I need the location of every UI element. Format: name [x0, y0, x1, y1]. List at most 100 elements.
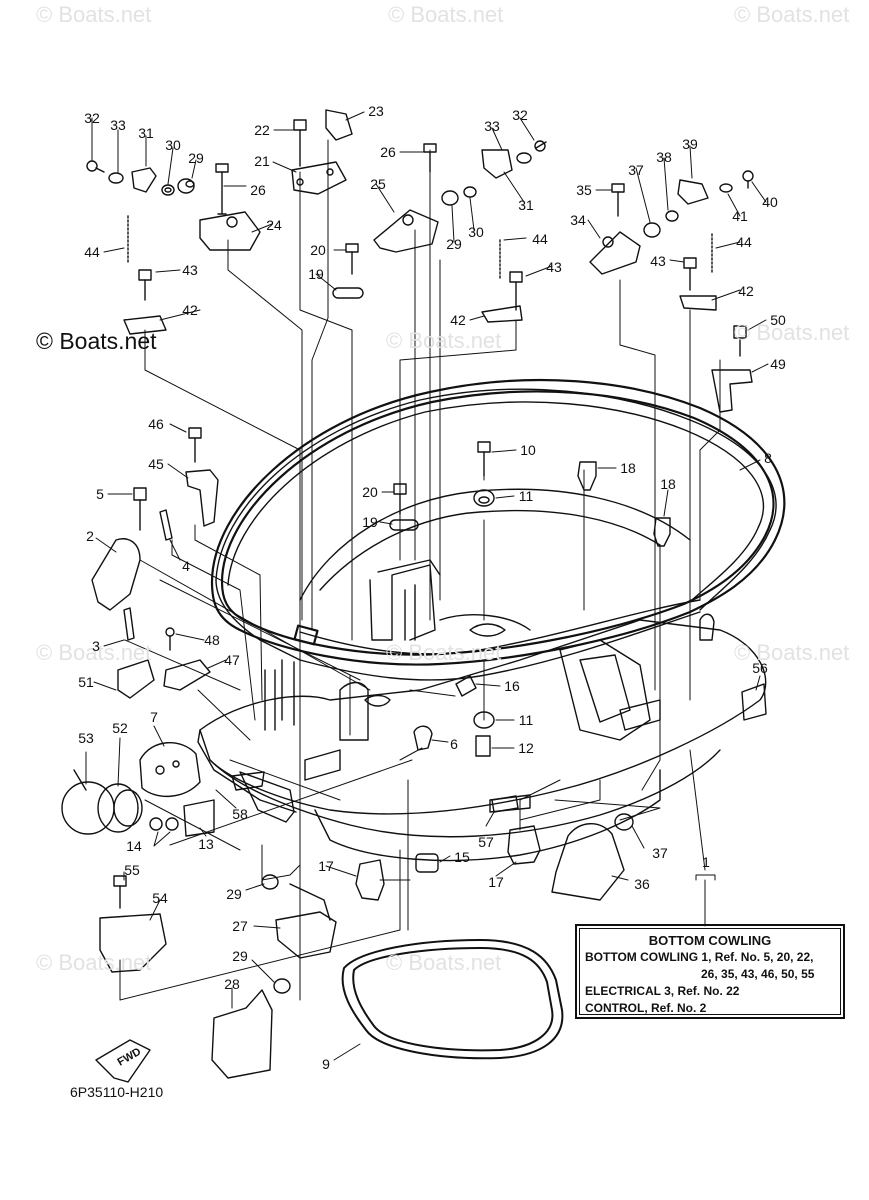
callout-label: 20	[362, 484, 378, 500]
bolt-26-center	[423, 143, 437, 173]
callout-label: 8	[764, 450, 772, 466]
plug-18-right	[653, 517, 671, 547]
block-17-center	[507, 825, 541, 865]
plate-42-right	[679, 295, 717, 311]
callout-label: 21	[254, 153, 270, 169]
lever-2	[91, 538, 141, 611]
callout-label: 53	[78, 730, 94, 746]
legend-line: BOTTOM COWLING 1, Ref. No. 5, 20, 22,	[585, 950, 814, 964]
callout-label: 29	[446, 236, 462, 252]
callout-label: 12	[518, 740, 534, 756]
callout-label: 31	[518, 197, 534, 213]
callout-label: 44	[84, 244, 100, 260]
collar-29-bottom-b	[273, 978, 291, 994]
callout-label: 43	[650, 253, 666, 269]
clip-48	[165, 627, 175, 651]
grommet-11-middle	[473, 711, 495, 729]
leader-lines	[119, 139, 721, 1001]
bracket-24	[199, 211, 261, 251]
grommet-52	[97, 783, 143, 833]
collar-37-top	[643, 222, 661, 238]
legend-line: ELECTRICAL 3, Ref. No. 22	[585, 984, 740, 998]
grommet-38	[665, 210, 679, 222]
legend-line: 26, 35, 43, 46, 50, 55	[701, 967, 815, 981]
callout-label: 14	[126, 838, 142, 854]
callout-label: 16	[504, 678, 520, 694]
callout-label: 50	[770, 312, 786, 328]
callout-label: 42	[450, 312, 466, 328]
callout-label: 1	[702, 854, 710, 870]
bolt-35	[611, 183, 625, 217]
callout-label: 45	[148, 456, 164, 472]
clip-23	[325, 109, 353, 141]
callout-label: 13	[198, 836, 214, 852]
callout-label: 6	[450, 736, 458, 752]
callout-label: 52	[112, 720, 128, 736]
callout-label: 32	[512, 107, 528, 123]
label-56	[741, 683, 767, 721]
callout-label: 35	[576, 182, 592, 198]
callout-label: 40	[762, 194, 778, 210]
callout-label: 46	[148, 416, 164, 432]
callout-label: 10	[520, 442, 536, 458]
callout-label: 31	[138, 125, 154, 141]
plate-42-left	[123, 315, 167, 335]
callout-label: 32	[84, 110, 100, 126]
callout-label: 56	[752, 660, 768, 676]
callout-label: 27	[232, 918, 248, 934]
bolt-20-middle	[393, 483, 407, 515]
clip-39	[677, 179, 709, 205]
callout-label: 33	[110, 117, 126, 133]
callout-label: 44	[736, 234, 752, 250]
bolt-20-top	[345, 243, 359, 275]
diagram-code: 6P35110-H210	[70, 1084, 164, 1100]
callout-label: 17	[488, 874, 504, 890]
callout-label: 18	[660, 476, 676, 492]
watermark: © Boats.net	[36, 640, 152, 665]
callout-label: 42	[182, 302, 198, 318]
grommet-30-right	[463, 186, 477, 198]
lever-27	[275, 883, 337, 959]
callout-label: 29	[188, 150, 204, 166]
collar-12	[475, 735, 491, 757]
watermark: © Boats.net	[734, 640, 850, 665]
bracket-49	[711, 369, 753, 413]
watermark: © Boats.net	[36, 2, 152, 27]
callout-label: 48	[204, 632, 220, 648]
pad-19-top	[332, 287, 364, 299]
block-17-left	[355, 859, 385, 901]
callout-label: 37	[628, 162, 644, 178]
fwd-arrow	[95, 1039, 151, 1083]
watermark-prominent: © Boats.net	[36, 328, 157, 354]
callout-label: 18	[620, 460, 636, 476]
clamp-53	[61, 769, 115, 835]
plate-42-center	[481, 305, 523, 323]
plug-16	[455, 675, 477, 697]
callout-label: 11	[518, 488, 534, 504]
callout-label: 55	[124, 862, 140, 878]
washer-33-left	[108, 172, 124, 184]
callout-label: 2	[86, 528, 94, 544]
callout-label: 30	[165, 137, 181, 153]
plug-58	[231, 771, 265, 791]
callout-label: 4	[182, 558, 190, 574]
watermark: © Boats.net	[36, 950, 152, 975]
pad-19-middle	[389, 519, 419, 531]
bracket-34	[589, 231, 641, 275]
clip-31-left	[131, 167, 157, 193]
callout-label: 19	[308, 266, 324, 282]
pin-3	[123, 607, 135, 641]
callout-label: 25	[370, 176, 386, 192]
watermark: © Boats.net	[386, 640, 502, 665]
watermark: © Boats.net	[734, 320, 850, 345]
top-seal-ring	[210, 378, 786, 666]
clip-51	[117, 659, 155, 699]
plug-18-top	[577, 461, 597, 491]
callout-label: 29	[232, 948, 248, 964]
grommet-13	[183, 799, 215, 837]
collar-37-bottom	[614, 813, 634, 831]
callout-label: 5	[96, 486, 104, 502]
bolt-43-center	[509, 271, 523, 311]
callout-label: 23	[368, 103, 384, 119]
bolt-22	[293, 119, 307, 167]
